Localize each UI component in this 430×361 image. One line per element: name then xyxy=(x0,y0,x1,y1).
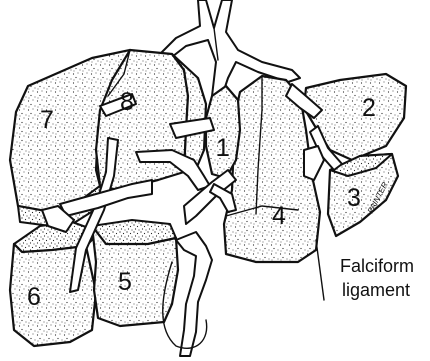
segment-1 xyxy=(206,86,240,178)
falciform-label-line2: ligament xyxy=(342,280,410,300)
segment-label-4: 4 xyxy=(272,202,286,230)
segment-label-1: 1 xyxy=(216,134,230,162)
segment-label-6: 6 xyxy=(27,283,41,311)
segment-label-3: 3 xyxy=(347,184,361,212)
segment-label-7: 7 xyxy=(40,106,54,134)
segment-label-2: 2 xyxy=(362,94,376,122)
segment-5 xyxy=(92,220,178,326)
segment-label-5: 5 xyxy=(118,268,132,296)
falciform-label-line1: Falciform xyxy=(340,256,414,276)
segment-label-8: 8 xyxy=(120,88,134,116)
